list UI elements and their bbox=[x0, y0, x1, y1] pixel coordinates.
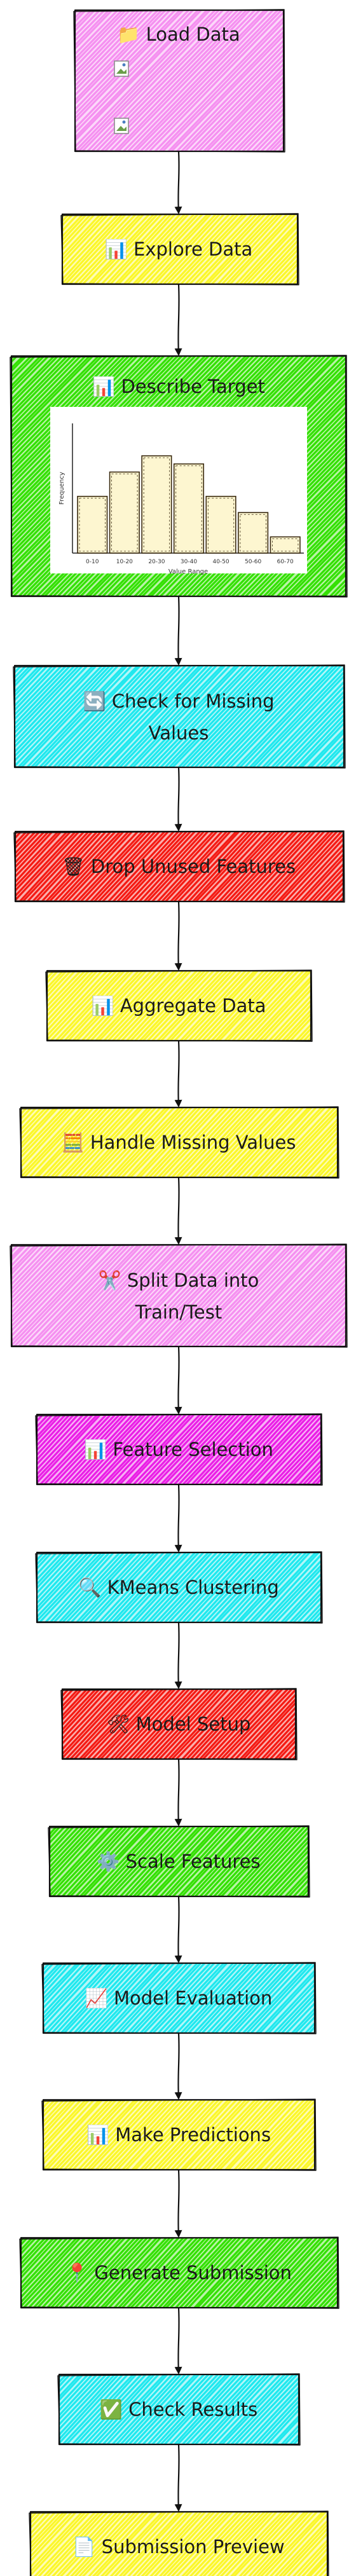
node-make-predictions: 📊 Make Predictions bbox=[41, 2099, 317, 2171]
node-feature-selection: 📊 Feature Selection bbox=[35, 1413, 323, 1486]
node-label: ✂️ Split Data into bbox=[99, 1269, 259, 1291]
node-label: 📍 Generate Submission bbox=[65, 2262, 292, 2284]
x-tick-label: 50-60 bbox=[245, 559, 261, 565]
node-label: 📄 Submission Preview bbox=[72, 2536, 284, 2558]
node-label: 🔍 KMeans Clustering bbox=[78, 1575, 278, 1598]
node-generate-submission: 📍 Generate Submission bbox=[19, 2237, 339, 2309]
bar-20-30 bbox=[141, 455, 172, 554]
x-tick-label: 0-10 bbox=[86, 559, 99, 565]
connector-arrows bbox=[174, 151, 182, 2512]
connector-arrow bbox=[174, 1040, 182, 1107]
connector-arrow bbox=[174, 2307, 182, 2374]
target-histogram: 0-10 10-20 20-30 30-40 40-50 50-60 60-70Value … bbox=[50, 407, 307, 575]
broken-image-icon bbox=[114, 118, 129, 134]
connector-arrow bbox=[174, 1896, 182, 1963]
connector-arrow bbox=[174, 901, 182, 971]
node-label: 🧮 Handle Missing Values bbox=[62, 1132, 296, 1153]
bar-hatch bbox=[175, 465, 202, 552]
connector-arrow bbox=[174, 1758, 182, 1826]
node-drop-features: 🗑 Drop Unused Features bbox=[13, 830, 345, 903]
node-check-results: ✅ Check Results bbox=[57, 2373, 301, 2446]
node-label: 📈 Model Evaluation bbox=[85, 1987, 273, 2009]
connector-arrow bbox=[174, 1346, 182, 1415]
node-label: ✅ Check Results bbox=[100, 2399, 257, 2420]
node-submission-preview: 📄 Submission Preview bbox=[29, 2511, 329, 2576]
connector-arrow bbox=[174, 151, 182, 214]
bar-40-50 bbox=[205, 495, 236, 554]
node-label: 📊 Describe Target bbox=[92, 376, 265, 397]
bar-hatch bbox=[207, 498, 235, 552]
x-tick-label: 30-40 bbox=[181, 559, 197, 565]
node-label: 📁 Load Data bbox=[117, 24, 240, 45]
node-handle-missing: 🧮 Handle Missing Values bbox=[19, 1106, 339, 1179]
connector-arrow bbox=[174, 1622, 182, 1689]
node-scale-features: ⚙️ Scale Features bbox=[48, 1825, 310, 1898]
node-label: Train/Test bbox=[135, 1301, 222, 1323]
node-label: 📊 Feature Selection bbox=[84, 1439, 273, 1460]
node-explore-data: 📊 Explore Data bbox=[60, 213, 299, 285]
node-label: 🔄 Check for Missing bbox=[83, 690, 275, 712]
connector-arrow bbox=[174, 2169, 182, 2238]
node-label: 📊 Aggregate Data bbox=[92, 995, 266, 1017]
node-model-evaluation: 📈 Model Evaluation bbox=[41, 1962, 317, 2034]
bar-hatch bbox=[143, 457, 170, 552]
node-label: 📊 Explore Data bbox=[105, 238, 253, 260]
connector-arrow bbox=[174, 2032, 182, 2100]
bar-hatch bbox=[111, 474, 138, 552]
node-label: 🛠 Model Setup bbox=[107, 1713, 251, 1735]
bar-30-40 bbox=[173, 463, 205, 554]
y-axis-label: Frequency bbox=[58, 472, 65, 505]
bar-hatch bbox=[79, 498, 106, 552]
x-tick-label: 40-50 bbox=[212, 559, 229, 565]
node-label: 🗑 Drop Unused Features bbox=[62, 856, 296, 877]
x-tick-label: 10-20 bbox=[116, 559, 133, 565]
bar-hatch bbox=[240, 514, 266, 552]
bar-10-20 bbox=[109, 471, 140, 554]
connector-arrow bbox=[174, 596, 182, 666]
connector-arrow bbox=[174, 767, 182, 832]
x-tick-label: 20-30 bbox=[148, 559, 165, 565]
bar-50-60 bbox=[238, 512, 269, 554]
connector-arrow bbox=[174, 284, 182, 356]
broken-image-icon bbox=[114, 60, 129, 77]
connector-arrow bbox=[174, 1484, 182, 1552]
node-aggregate-data: 📊 Aggregate Data bbox=[45, 969, 313, 1042]
process-nodes: 📁 Load Data 📊 Explore Data 📊 Describe Targ… bbox=[10, 9, 348, 2576]
node-load-data: 📁 Load Data bbox=[73, 9, 285, 153]
x-axis-label: Value Range bbox=[168, 568, 208, 575]
node-label: 📊 Make Predictions bbox=[86, 2124, 271, 2146]
x-tick-label: 60-70 bbox=[277, 559, 294, 565]
bar-0-10 bbox=[77, 495, 108, 554]
bar-60-70 bbox=[270, 536, 301, 554]
node-model-setup: 🛠 Model Setup bbox=[60, 1688, 298, 1760]
connector-arrow bbox=[174, 1177, 182, 1245]
node-kmeans: 🔍 KMeans Clustering bbox=[35, 1551, 323, 1624]
bar-hatch bbox=[272, 538, 299, 552]
node-label: ⚙️ Scale Features bbox=[97, 1851, 260, 1872]
node-label: Values bbox=[149, 722, 209, 744]
connector-arrow bbox=[174, 2444, 182, 2512]
